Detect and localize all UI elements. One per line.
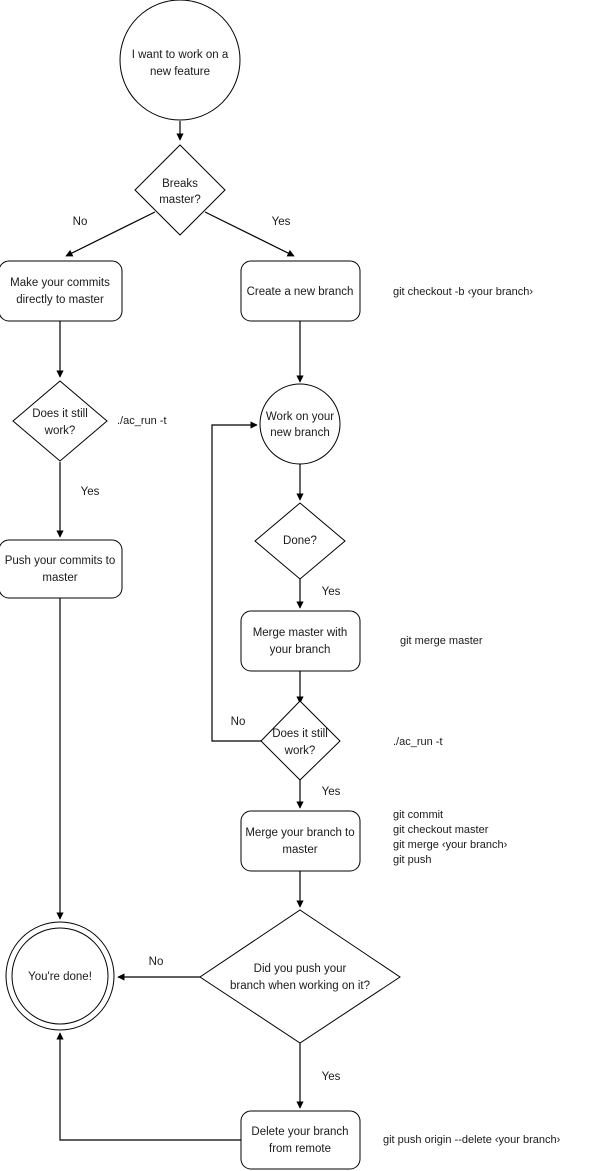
node-delete-branch-label-2: from remote [269,1143,331,1155]
node-breaks-master-shape[interactable] [134,144,226,236]
annotation-git-push: git push [393,854,432,866]
edge-label-did-push-no: No [149,956,164,968]
annotation-git-checkout: git checkout -b ‹your branch› [393,286,533,298]
node-start-shape[interactable] [119,0,241,121]
edge-delete-branch-to-youre-done [56,1032,241,1141]
annotation-git-merge-branch: git merge ‹your branch› [393,839,508,851]
node-make-commits-shape[interactable] [0,260,123,322]
node-did-push-label-2: branch when working on it? [230,980,370,992]
node-start-label-2: new feature [150,66,210,78]
node-push-commits-label-1: Push your commits to [5,555,116,567]
node-done-shape[interactable] [254,502,346,580]
edge-label-still-work-right-yes: Yes [322,786,341,798]
node-merge-branch-label-2: master [282,844,317,856]
node-done-label-1: Done? [283,535,317,547]
node-merge-master-label-1: Merge master with [253,627,348,639]
edge-label-breaks-yes: Yes [272,216,291,228]
node-make-commits-label-1: Make your commits [10,277,110,289]
node-create-branch-label-1: Create a new branch [247,286,354,298]
node-push-commits-label-2: master [42,572,77,584]
node-still-work-right-label-1: Does it still [272,728,328,740]
node-work-branch-label-1: Work on your [266,411,334,423]
node-merge-master-shape[interactable] [240,610,361,672]
node-did-push-shape[interactable] [199,909,401,1044]
node-still-work-left-shape[interactable] [12,380,108,462]
edge-label-done-yes: Yes [322,586,341,598]
edge-label-still-work-right-no: No [231,716,246,728]
node-still-work-right-label-2: work? [284,745,316,757]
node-merge-branch-shape[interactable] [240,810,361,872]
node-work-branch-label-2: new branch [270,427,329,439]
annotation-git-push-origin-delete: git push origin --delete ‹your branch› [383,1134,561,1146]
node-delete-branch-shape[interactable] [240,1110,361,1170]
edge-label-did-push-yes: Yes [322,1071,341,1083]
node-breaks-master-label-1: Breaks [162,178,198,190]
node-did-push-label-1: Did you push your [254,963,347,975]
annotation-git-commit: git commit [393,809,443,821]
node-delete-branch-label-1: Delete your branch [251,1126,348,1138]
node-still-work-left-label-2: work? [44,425,76,437]
node-youre-done-inner-circle[interactable] [11,927,109,1025]
edge-breaks-master-yes [204,211,295,257]
edge-label-still-work-left-yes: Yes [81,486,100,498]
edge-still-work-right-no-loopback [211,421,261,742]
node-work-branch-shape[interactable] [259,383,341,465]
edge-breaks-master-no [65,211,156,257]
annotation-ac-run-right: ./ac_run -t [393,736,443,748]
node-create-branch-shape[interactable] [240,260,361,322]
node-merge-branch-label-1: Merge your branch to [245,827,354,839]
annotation-git-merge-master: git merge master [400,635,483,647]
node-push-commits-shape[interactable] [0,539,123,599]
annotation-git-checkout-master: git checkout master [393,824,489,836]
node-still-work-left-label-1: Does it still [32,408,88,420]
node-youre-done-label: You're done! [28,971,92,983]
annotation-ac-run-left: ./ac_run -t [117,415,167,427]
edge-label-breaks-no: No [73,216,88,228]
node-make-commits-label-2: directly to master [16,294,104,306]
node-breaks-master-label-2: master? [159,194,201,206]
node-merge-master-label-2: your branch [270,644,331,656]
node-still-work-right-shape[interactable] [260,700,341,781]
node-start-label-1: I want to work on a [132,49,229,61]
